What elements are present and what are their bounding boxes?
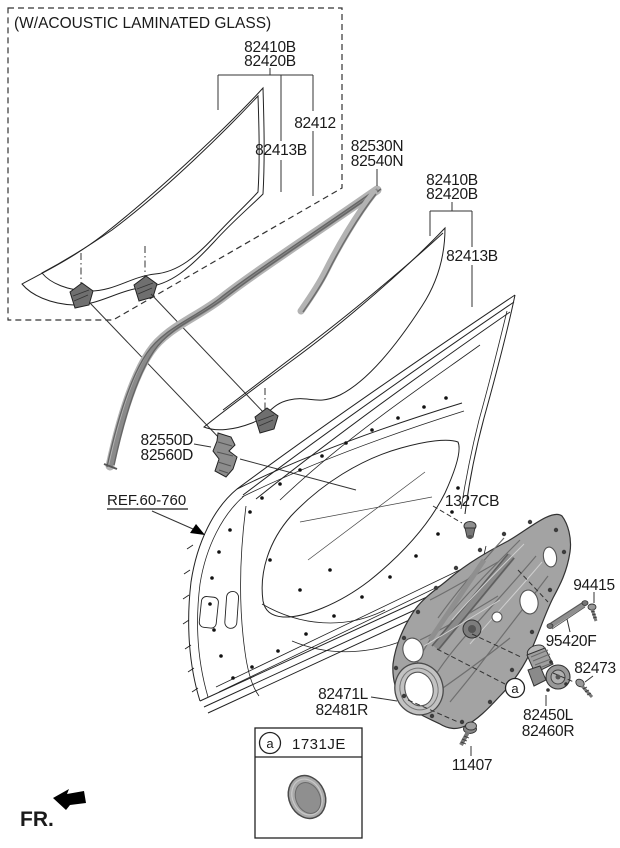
part-label-94415: 94415 [573,577,615,594]
bolt-head-icon [575,678,585,688]
part-label-82413b: 82413B [255,142,307,159]
motor-body [526,647,554,674]
legend-marker-label: a [266,736,274,751]
part-label-82471l: 82471L [318,686,369,703]
guide-rod-95420f: 95420F [517,569,597,650]
bolt-head-icon [465,721,477,731]
bolt-82473: 82473 [552,660,616,699]
bolt-11407: 11407 [407,699,493,774]
door-fastener-dots [208,396,460,680]
fr-label: FR. [20,808,54,831]
inset-dashed-border [7,7,343,321]
ref-arrowhead-icon [190,524,205,535]
part-label-82550d: 82550D [141,432,194,449]
door-glass-callouts: 82410B 82420B 82413B [426,172,498,307]
glass-holder: 82550D 82560D [141,432,357,491]
part-label-82420b: 82420B [426,186,478,203]
module-panel: 82471L 82481R [316,513,572,730]
inset-door-glass [21,86,265,306]
marker-a: a [436,648,526,699]
door-panel [182,294,516,714]
marker-a-circle-icon [504,677,526,699]
window-motor: 82450L 82460R [471,633,575,740]
part-label-82560d: 82560D [141,447,194,464]
fr-direction: FR. [20,789,86,831]
part-label-82410b: 82410B [426,172,478,189]
door-glass: 82410B 82420B 82413B [203,172,498,434]
bolt-1327cb: 1327CB [432,493,499,539]
part-label-82460r: 82460R [522,723,575,740]
inset-callouts: 82410B 82420B 82412 82413B [217,39,336,196]
part-label-82450l: 82450L [523,707,574,724]
marker-a-label: a [511,681,519,696]
screw-94415: 94415 [573,577,615,622]
holder-bracket-icon [212,432,238,478]
part-label-1327cb: 1327CB [445,493,499,510]
module-fastener-dots [393,519,567,725]
acoustic-glass-inset: (W/ACOUSTIC LAMINATED GLASS) 82410B 8242… [7,7,343,442]
glass-clip-icon [254,407,279,434]
glass-run-channel: 82530N 82540N [103,138,404,471]
legend-border [254,727,363,839]
part-label-95420f: 95420F [546,633,597,650]
glass-clip-icon [69,282,94,309]
part-label-82412: 82412 [294,115,336,132]
part-label-82410b: 82410B [244,39,296,56]
ref-label: REF.60-760 [107,492,186,509]
part-label-82473: 82473 [574,660,616,677]
legend-code-label: 1731JE [292,736,346,753]
acoustic-note-label: (W/ACOUSTIC LAMINATED GLASS) [14,15,271,32]
legend-marker-circle-icon [258,731,282,755]
part-label-82540n: 82540N [351,153,404,170]
part-label-82481r: 82481R [316,702,369,719]
fr-arrow-icon [53,789,86,810]
inset-glass-clips [69,246,266,442]
part-label-11407: 11407 [452,757,492,774]
grommet-plug-icon [287,774,327,820]
door-ref-callout: REF.60-760 [107,492,205,535]
legend-box: a 1731JE [254,727,363,839]
part-label-82420b: 82420B [244,53,296,70]
part-label-82413b: 82413B [446,248,498,265]
part-label-82530n: 82530N [351,138,404,155]
